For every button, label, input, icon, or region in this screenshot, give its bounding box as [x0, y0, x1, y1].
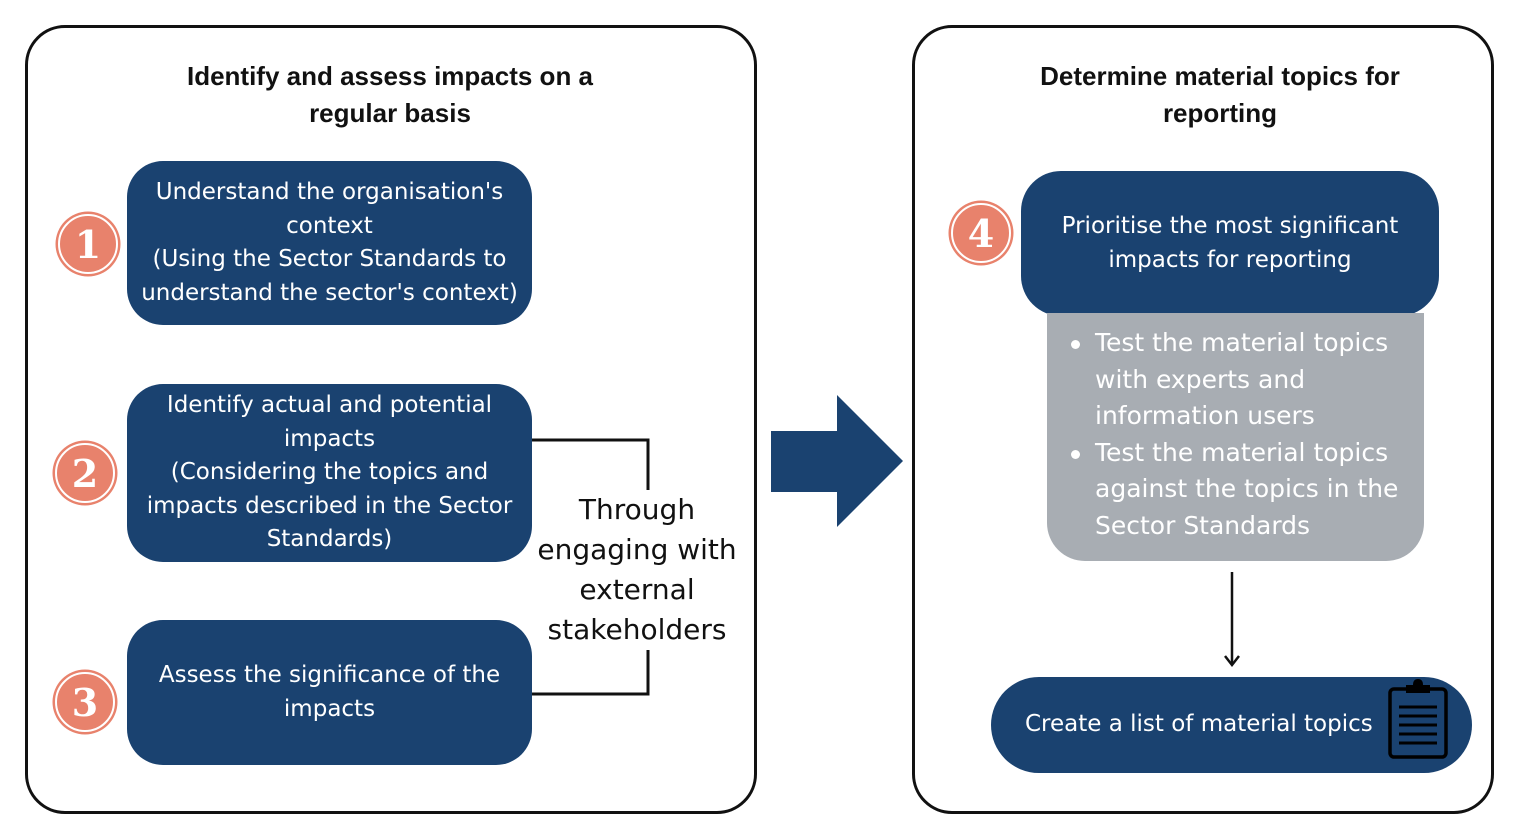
bullet-icon: [1071, 340, 1080, 349]
right-arrow-icon: [771, 395, 903, 527]
step-2-text: Identify actual and potential impacts (C…: [146, 392, 513, 553]
step-4-text: Prioritise the most significant impacts …: [1061, 213, 1399, 273]
bullet-icon: [1071, 449, 1080, 459]
tests-box: Test the material topics with experts an…: [1047, 313, 1424, 561]
step-1-badge: 1: [58, 214, 118, 274]
test-item: Test the material topics against the top…: [1069, 435, 1406, 545]
step-3-text: Assess the significance of the impacts: [158, 662, 501, 722]
test-item: Test the material topics with experts an…: [1069, 325, 1406, 435]
right-panel-title: Determine material topics for reporting: [1040, 61, 1400, 128]
step-1-text: Understand the organisation's context (U…: [141, 179, 518, 306]
step-4-box: Prioritise the most significant impacts …: [1021, 171, 1439, 316]
step-3-box: Assess the significance of the impacts: [127, 620, 532, 765]
final-text: Create a list of material topics: [1025, 711, 1373, 738]
step-2-badge: 2: [55, 443, 115, 503]
step-1-box: Understand the organisation's context (U…: [127, 161, 532, 325]
step-3-badge: 3: [55, 672, 115, 732]
down-arrow-icon: [1224, 572, 1240, 668]
bracket-label: Through engaging with external stakehold…: [537, 490, 737, 650]
clipboard-icon: [1388, 679, 1448, 759]
step-2-box: Identify actual and potential impacts (C…: [127, 384, 532, 562]
step-4-badge: 4: [951, 203, 1011, 263]
left-panel-title: Identify and assess impacts on a regular…: [186, 61, 594, 128]
